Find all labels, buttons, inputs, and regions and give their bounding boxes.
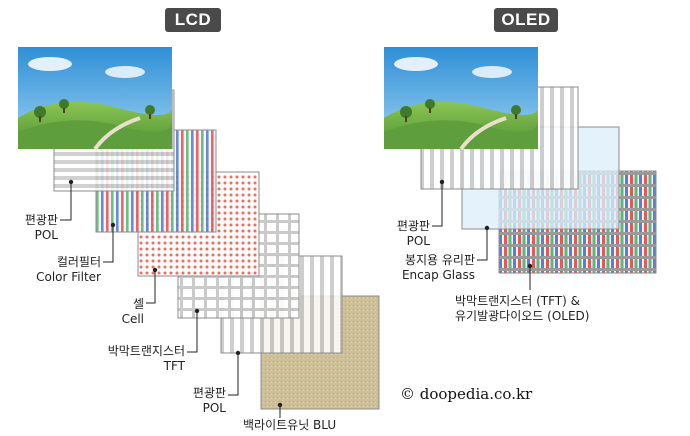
copyright-credit: © doopedia.co.kr	[400, 385, 532, 403]
lcd-label-blu: 백라이트유닛 BLU	[243, 418, 336, 433]
oled-title-badge: OLED	[494, 8, 558, 32]
lcd-title-badge: LCD	[165, 8, 221, 32]
oled-landscape-image	[384, 47, 538, 149]
lcd-landscape-image	[18, 47, 172, 149]
lcd-pol-overlap	[172, 90, 174, 149]
oled-label-tft-oled: 박막트랜지스터 (TFT) &유기발광다이오드 (OLED)	[455, 294, 589, 324]
